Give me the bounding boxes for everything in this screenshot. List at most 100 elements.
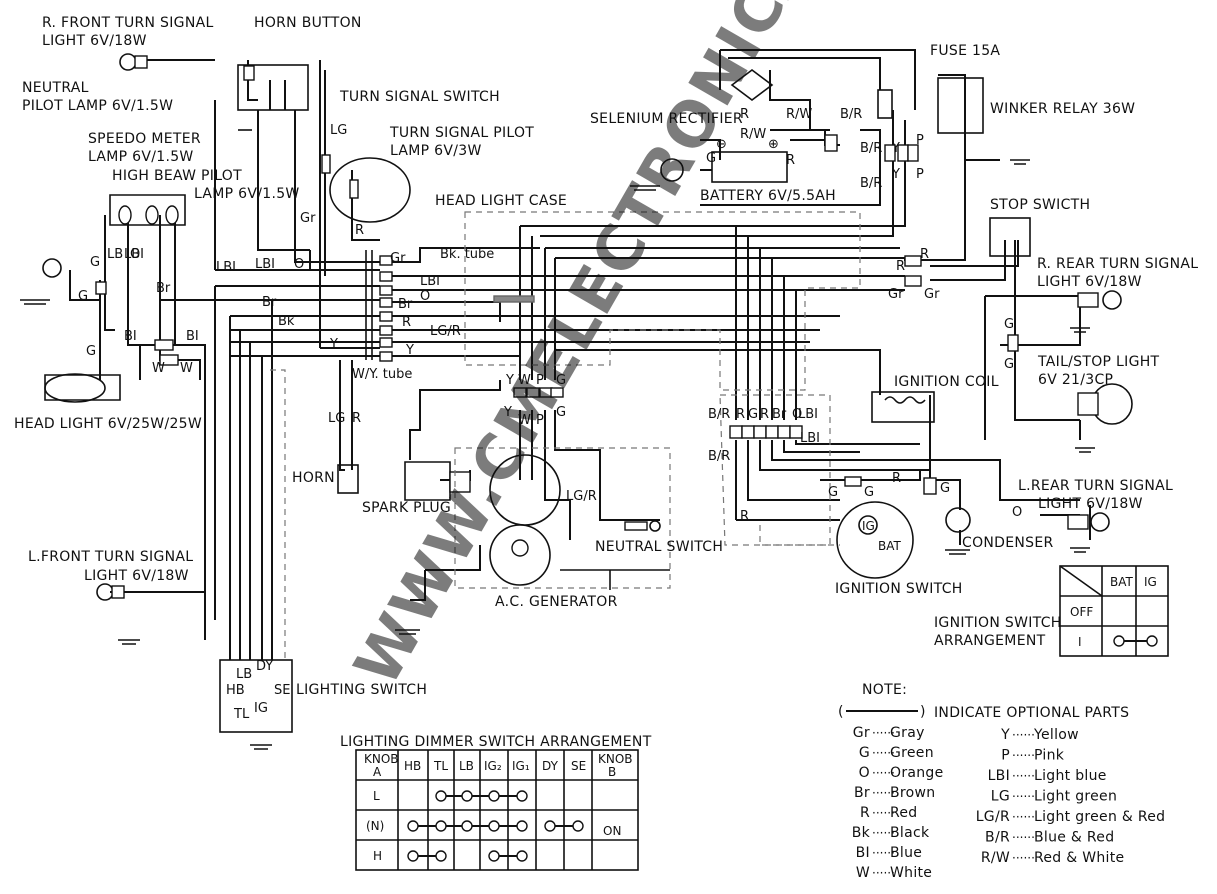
- wire-label: LBI: [800, 431, 820, 446]
- wire-label: G: [864, 485, 874, 500]
- legend-dots: ······: [872, 726, 895, 740]
- legend-color-name: Black: [890, 825, 930, 841]
- legend-code: B/R: [985, 830, 1010, 846]
- wire-label: O: [792, 407, 802, 422]
- winker-relay-box: [937, 77, 984, 134]
- color-legend: NOTE: ( ) INDICATE OPTIONAL PARTS: [838, 682, 1129, 721]
- legend-color-name: Brown: [890, 785, 935, 801]
- svg-text:): ): [920, 704, 926, 720]
- label-tail-stop-rating: 6V 21/3CP: [1038, 372, 1113, 388]
- legend-code: LG/R: [976, 809, 1010, 825]
- wire-label: G: [86, 344, 96, 359]
- wire-label: R: [740, 107, 749, 122]
- legend-dots: ······: [872, 786, 895, 800]
- legend-code: O: [859, 765, 870, 781]
- wire-label: DY: [256, 659, 273, 674]
- legend-dots: ······: [1012, 851, 1035, 865]
- horn-shape: [337, 464, 359, 494]
- legend-code: Gr: [853, 725, 870, 741]
- label-ignition-switch: IGNITION SWITCH: [835, 581, 963, 597]
- dimmer-table-title: LIGHTING DIMMER SWITCH ARRANGEMENT: [340, 734, 652, 750]
- ign-header-ig: IG: [1144, 575, 1157, 589]
- wire-label: G: [940, 481, 950, 496]
- legend-color-name: Pink: [1034, 748, 1065, 764]
- wire-label: R: [736, 407, 745, 422]
- legend-code: R: [860, 805, 870, 821]
- label-neutral-pilot: NEUTRAL: [22, 80, 89, 96]
- wire-label: Y: [891, 141, 900, 156]
- label-turn-signal-pilot: TURN SIGNAL PILOT: [389, 125, 534, 141]
- wire-label: R: [740, 509, 749, 524]
- legend-dots: ······: [872, 826, 895, 840]
- label-spark-plug: SPARK PLUG: [362, 500, 451, 516]
- speedo-meter-housing: [109, 194, 186, 226]
- lighting-switch-box: [219, 659, 293, 733]
- wire-label: O: [130, 247, 140, 262]
- wire-label: G: [90, 255, 100, 270]
- l-rear-turn-lamp: [1090, 512, 1110, 532]
- label-stop-switch: STOP SWICTH: [990, 197, 1090, 213]
- ignition-arrangement-table: BAT IG OFF I: [1059, 565, 1169, 657]
- wire-label: W: [152, 361, 165, 376]
- legend-dots: ······: [872, 766, 895, 780]
- legend-code: P: [1001, 748, 1010, 764]
- wire-label: G: [1004, 317, 1014, 332]
- legend-color-name: Yellow: [1033, 727, 1079, 743]
- note-optional: INDICATE OPTIONAL PARTS: [934, 705, 1129, 721]
- label-bk-tube: Bk. tube: [440, 247, 494, 262]
- wire-label: O: [420, 289, 430, 304]
- legend-color-name: Light green & Red: [1034, 809, 1165, 825]
- dimmer-col-se: SE: [571, 759, 586, 773]
- dimmer-col-hb: HB: [404, 759, 421, 773]
- dimmer-row-l: L: [373, 789, 380, 803]
- label-ignition-arrangement-2: ARRANGEMENT: [934, 633, 1046, 649]
- legend-dots: ······: [1012, 749, 1035, 763]
- wire-label: LBI: [798, 407, 818, 422]
- wire-label: O: [1012, 505, 1022, 520]
- wire-label: Br: [772, 407, 787, 422]
- wire-label: LBI: [216, 260, 236, 275]
- wire-label: BI: [186, 329, 199, 344]
- dimmer-col-ig2: IG₂: [484, 759, 502, 773]
- wire-label: G: [828, 485, 838, 500]
- legend-code: G: [859, 745, 870, 761]
- dimmer-knob-a-letter: A: [373, 765, 382, 779]
- wire-label: LG: [328, 411, 345, 426]
- wire-label: Y: [505, 373, 514, 388]
- label-r-rear-turn: R. REAR TURN SIGNAL: [1037, 256, 1198, 272]
- wire-label: W: [518, 413, 531, 428]
- legend-dots: ······: [872, 866, 895, 880]
- wire-label: Gr: [888, 287, 904, 302]
- legend-code: BI: [856, 845, 870, 861]
- label-r-front-turn: R. FRONT TURN SIGNAL: [42, 15, 214, 31]
- wire-label: Y: [503, 405, 512, 420]
- label-high-beam-pilot: HIGH BEAW PILOT: [112, 168, 242, 184]
- legend-code: Bk: [852, 825, 871, 841]
- condenser-shape: [945, 507, 971, 533]
- wiring: [69, 49, 1091, 660]
- legend-color-name: White: [890, 865, 932, 881]
- wire-label: ⊖: [716, 137, 727, 152]
- label-lighting-switch: LIGHTING SWITCH: [296, 682, 427, 698]
- wire-label: B/R: [860, 176, 882, 191]
- dimmer-col-tl: TL: [433, 759, 448, 773]
- ignition-coil-shape: [871, 391, 935, 423]
- legend-dots: ······: [1012, 790, 1035, 804]
- wire-label: HB: [226, 683, 245, 698]
- wire-label: Y: [405, 343, 414, 358]
- wire-label: IG: [862, 519, 875, 533]
- rectifier-shape: [730, 69, 774, 101]
- ign-row-on: I: [1078, 635, 1082, 649]
- wire-label: Bk: [278, 314, 295, 329]
- label-l-front-turn-rating: LIGHT 6V/18W: [84, 568, 189, 584]
- label-r-front-turn-rating: LIGHT 6V/18W: [42, 33, 147, 49]
- wire-label: TL: [233, 707, 250, 722]
- wire-label: LBI: [420, 274, 440, 289]
- label-l-rear-turn-rating: LIGHT 6V/18W: [1038, 496, 1143, 512]
- legend-color-name: Blue: [890, 845, 922, 861]
- wire-label: BI: [124, 329, 137, 344]
- wire-label: G: [78, 289, 88, 304]
- ign-row-off: OFF: [1070, 605, 1093, 619]
- wire-label: P: [536, 413, 544, 428]
- label-ac-generator: A.C. GENERATOR: [495, 594, 618, 610]
